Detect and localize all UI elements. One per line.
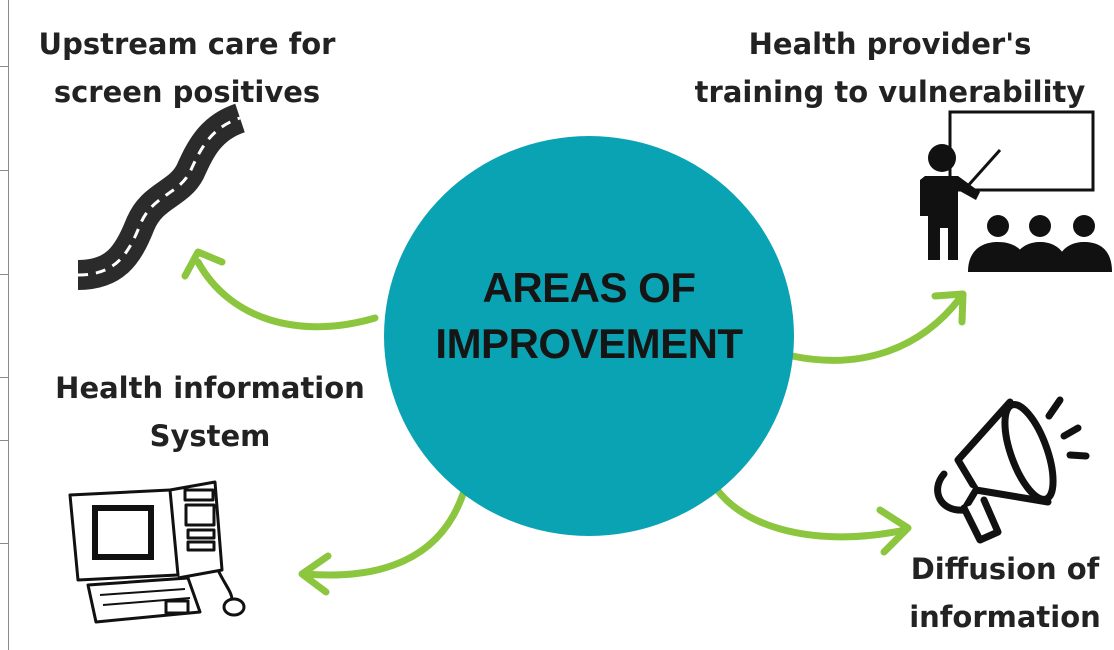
- teacher-icon: [920, 110, 1112, 272]
- area-label-upstream-care: Upstream care for screen positives: [22, 20, 352, 116]
- megaphone-icon: [934, 396, 1090, 544]
- left-edge-line: [8, 0, 9, 650]
- arrow-head-teacher: [931, 290, 967, 326]
- arrow-head-megaphone: [876, 506, 912, 556]
- edge-tick: [0, 440, 9, 441]
- arrow-to-computer: [301, 490, 467, 579]
- center-circle: [384, 136, 794, 536]
- center-title-line1: AREAS OF: [482, 264, 696, 311]
- center-title: AREAS OF IMPROVEMENT: [384, 260, 794, 372]
- arrow-to-teacher: [788, 294, 964, 364]
- edge-tick: [0, 543, 9, 544]
- arrow-to-megaphone: [708, 478, 909, 541]
- edge-tick: [0, 377, 9, 378]
- area-label-line2: screen positives: [53, 75, 321, 109]
- computer-icon: [68, 480, 246, 624]
- area-label-provider-training: Health provider's training to vulnerabil…: [690, 20, 1090, 116]
- road-icon: [77, 103, 246, 290]
- area-label-diffusion: Diffusion of information: [900, 545, 1110, 641]
- edge-tick: [0, 170, 9, 171]
- arrow-to-road: [194, 258, 379, 331]
- area-label-health-information-system: Health information System: [40, 364, 380, 460]
- area-label-line1: Upstream care for: [38, 27, 336, 61]
- edge-tick: [0, 66, 9, 67]
- area-label-line2: information: [909, 600, 1101, 634]
- arrow-head-road: [181, 248, 226, 280]
- area-label-line1: Diffusion of: [910, 552, 1100, 586]
- edge-tick: [0, 274, 9, 275]
- area-label-line2: training to vulnerability: [694, 75, 1086, 109]
- center-title-line2: IMPROVEMENT: [435, 320, 743, 367]
- area-label-line1: Health information: [55, 371, 365, 405]
- arrow-head-computer: [298, 552, 332, 596]
- area-label-line2: System: [149, 419, 271, 453]
- area-label-line1: Health provider's: [748, 27, 1032, 61]
